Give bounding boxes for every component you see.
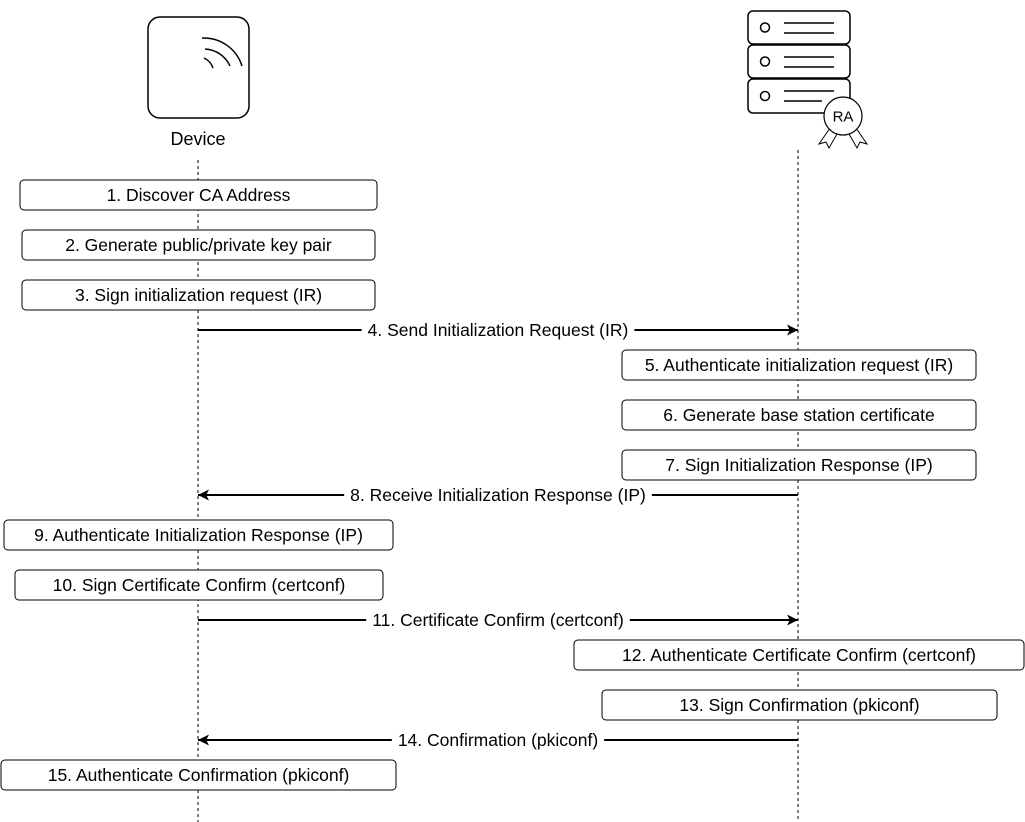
step-4-message: 4. Send Initialization Request (IR) [198, 320, 798, 340]
device-label: Device [170, 129, 225, 149]
step-8-label: 8. Receive Initialization Response (IP) [350, 485, 646, 505]
step-13-box: 13. Sign Confirmation (pkiconf) [601, 689, 998, 721]
step-7-label: 7. Sign Initialization Response (IP) [665, 455, 933, 475]
step-6-label: 6. Generate base station certificate [663, 405, 934, 425]
step-5-box: 5. Authenticate initialization request (… [621, 349, 977, 381]
step-6-box: 6. Generate base station certificate [621, 399, 977, 431]
ra-certificate-badge-icon [817, 96, 869, 150]
step-9-box: 9. Authenticate Initialization Response … [3, 519, 394, 551]
step-12-box: 12. Authenticate Certificate Confirm (ce… [573, 639, 1025, 671]
step-14-message: 14. Confirmation (pkiconf) [198, 730, 798, 750]
step-10-box: 10. Sign Certificate Confirm (certconf) [14, 569, 384, 601]
step-11-message: 11. Certificate Confirm (certconf) [198, 610, 798, 630]
server-stack-icon [747, 10, 851, 114]
step-4-label: 4. Send Initialization Request (IR) [368, 320, 629, 340]
step-3-box: 3. Sign initialization request (IR) [21, 279, 376, 311]
step-3-label: 3. Sign initialization request (IR) [75, 285, 322, 305]
wireless-device-icon [147, 16, 250, 119]
step-1-box: 1. Discover CA Address [19, 179, 378, 211]
step-9-label: 9. Authenticate Initialization Response … [34, 525, 363, 545]
step-15-label: 15. Authenticate Confirmation (pkiconf) [48, 765, 350, 785]
step-15-box: 15. Authenticate Confirmation (pkiconf) [0, 759, 397, 791]
step-5-label: 5. Authenticate initialization request (… [645, 355, 953, 375]
steps-layer: 1. Discover CA Address 2. Generate public… [0, 179, 1025, 791]
step-14-label: 14. Confirmation (pkiconf) [398, 730, 598, 750]
step-2-label: 2. Generate public/private key pair [65, 235, 332, 255]
step-10-label: 10. Sign Certificate Confirm (certconf) [53, 575, 346, 595]
step-13-label: 13. Sign Confirmation (pkiconf) [679, 695, 919, 715]
step-1-label: 1. Discover CA Address [107, 185, 291, 205]
ra-badge-label: RA [833, 109, 854, 126]
step-7-box: 7. Sign Initialization Response (IP) [621, 449, 977, 481]
step-12-label: 12. Authenticate Certificate Confirm (ce… [622, 645, 976, 665]
step-11-label: 11. Certificate Confirm (certconf) [372, 610, 624, 630]
step-2-box: 2. Generate public/private key pair [21, 229, 376, 261]
step-8-message: 8. Receive Initialization Response (IP) [198, 485, 798, 505]
